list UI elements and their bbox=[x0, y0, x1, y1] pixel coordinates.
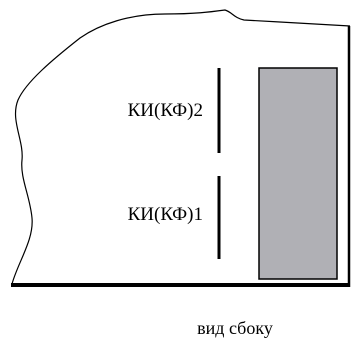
gray-block bbox=[258, 67, 338, 280]
caption: вид сбоку bbox=[197, 318, 273, 338]
sensor-label-bottom: КИ(КФ)1 bbox=[128, 204, 203, 225]
sensor-label-top: КИ(КФ)2 bbox=[128, 100, 203, 121]
body-outline bbox=[11, 9, 351, 285]
